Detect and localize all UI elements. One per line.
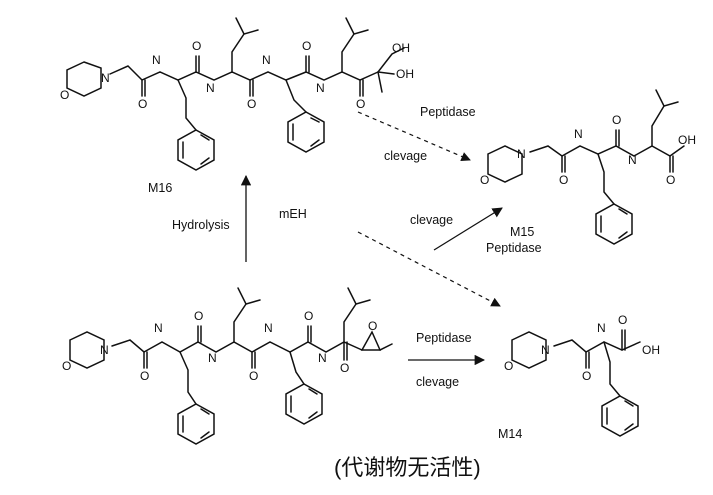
- m15-oh: OH: [678, 133, 696, 147]
- m14-ring-n: N: [541, 343, 550, 357]
- structure-parent-epoxide: N O O O O O O N N N N O: [62, 287, 393, 445]
- label-clevage-2: clevage: [410, 213, 453, 227]
- m15-o-2: O: [612, 113, 621, 127]
- label-peptidase-3: Peptidase: [416, 331, 472, 345]
- m16-o-3: O: [247, 97, 256, 111]
- parent-nh-1: N: [154, 321, 163, 335]
- m16-nh-1: N: [152, 53, 161, 67]
- m16-oh-2: OH: [396, 67, 414, 81]
- structure-m16: N O O O O O O N N N N OH OH: [60, 17, 414, 171]
- m16-o-1: O: [138, 97, 147, 111]
- m16-oh-1: OH: [392, 41, 410, 55]
- arrow-to-m15: [433, 207, 503, 251]
- m15-ring-n: N: [517, 147, 526, 161]
- m14-ring-o: O: [504, 359, 513, 373]
- m14-oh: OH: [642, 343, 660, 357]
- m16-nh-2: N: [206, 81, 215, 95]
- parent-o-4: O: [304, 309, 313, 323]
- m15-nh-1: N: [574, 127, 583, 141]
- parent-nh-3: N: [264, 321, 273, 335]
- m16-nh-4: N: [316, 81, 325, 95]
- parent-ring-n: N: [100, 343, 109, 357]
- label-meh: mEH: [279, 207, 307, 221]
- label-m16: M16: [148, 181, 172, 195]
- m16-o-4: O: [302, 39, 311, 53]
- parent-o-3: O: [249, 369, 258, 383]
- structure-m14: N O O N O OH: [504, 313, 660, 437]
- label-peptidase-1: Peptidase: [420, 105, 476, 119]
- m16-ring-n: N: [101, 71, 110, 85]
- parent-nh-4: N: [318, 351, 327, 365]
- m16-o-2: O: [192, 39, 201, 53]
- m15-o-3: O: [666, 173, 675, 187]
- label-peptidase-2: Peptidase: [486, 241, 542, 255]
- parent-nh-2: N: [208, 351, 217, 365]
- label-m14: M14: [498, 427, 522, 441]
- m14-o-1: O: [582, 369, 591, 383]
- m16-o-5: O: [356, 97, 365, 111]
- arrow-peptidase-dashed-bottom: [357, 231, 501, 307]
- parent-o-5: O: [340, 361, 349, 375]
- m15-o-1: O: [559, 173, 568, 187]
- caption-inactive-metabolites: (代谢物无活性): [334, 455, 481, 480]
- m14-nh: N: [597, 321, 606, 335]
- label-clevage-1: clevage: [384, 149, 427, 163]
- parent-epoxide-o: O: [368, 319, 377, 333]
- label-hydrolysis: Hydrolysis: [172, 218, 230, 232]
- m15-ring-o: O: [480, 173, 489, 187]
- m16-ring-o: O: [60, 88, 69, 102]
- label-m15: M15: [510, 225, 534, 239]
- m14-o-2: O: [618, 313, 627, 327]
- m16-nh-3: N: [262, 53, 271, 67]
- parent-o-2: O: [194, 309, 203, 323]
- parent-ring-o: O: [62, 359, 71, 373]
- label-clevage-3: clevage: [416, 375, 459, 389]
- m15-nh-2: N: [628, 153, 637, 167]
- structure-m15: N O O O O OH N N: [480, 89, 696, 245]
- parent-o-1: O: [140, 369, 149, 383]
